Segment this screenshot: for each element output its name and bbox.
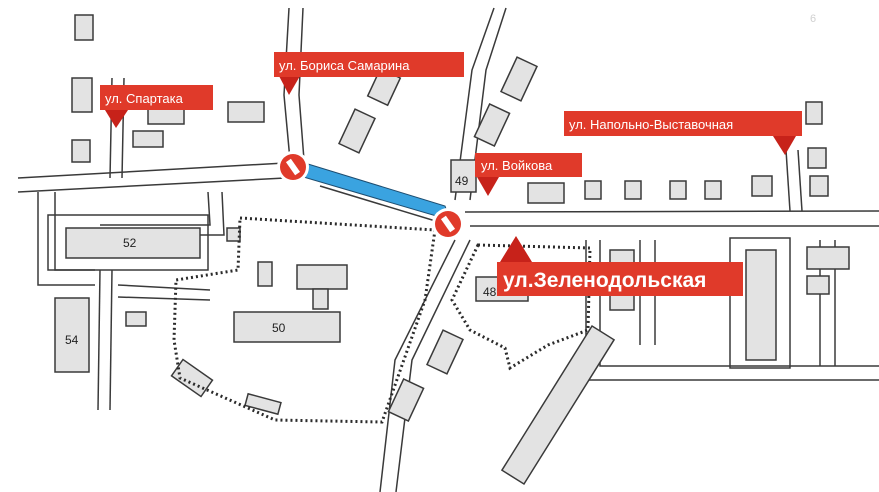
map-pin-icon: [500, 236, 532, 262]
map-pin-icon: [773, 136, 796, 155]
street-label-voikova: ул. Войкова: [475, 153, 582, 196]
street-label-zelenodolskaya: ул.Зеленодольская: [497, 236, 743, 296]
corner-page-number: 6: [810, 13, 816, 25]
house-number-49: 49: [455, 174, 469, 188]
map-pin-icon: [105, 110, 128, 128]
street-label-samarina: ул. Бориса Самарина: [274, 52, 464, 95]
house-number-52: 52: [123, 236, 137, 250]
svg-text:ул. Напольно-Выставочная: ул. Напольно-Выставочная: [569, 117, 733, 132]
street-label-spartaka: ул. Спартака: [100, 85, 213, 128]
no-entry-icon: [277, 151, 309, 183]
closed-road-segment: [294, 159, 451, 221]
house-number-48: 48: [483, 285, 497, 299]
construction-zones: [172, 216, 592, 424]
map-pin-icon: [279, 76, 300, 95]
svg-text:ул. Спартака: ул. Спартака: [105, 91, 184, 106]
yards: [47, 214, 791, 369]
svg-text:ул.Зеленодольская: ул.Зеленодольская: [503, 269, 706, 292]
map-pin-icon: [477, 177, 499, 196]
no-entry-icon: [432, 208, 464, 240]
svg-text:ул. Войкова: ул. Войкова: [481, 158, 553, 173]
house-number-50: 50: [272, 321, 286, 335]
svg-text:ул. Бориса Самарина: ул. Бориса Самарина: [279, 58, 410, 73]
street-label-napolno-vystavochnaya: ул. Напольно-Выставочная: [564, 111, 802, 155]
house-number-54: 54: [65, 333, 79, 347]
